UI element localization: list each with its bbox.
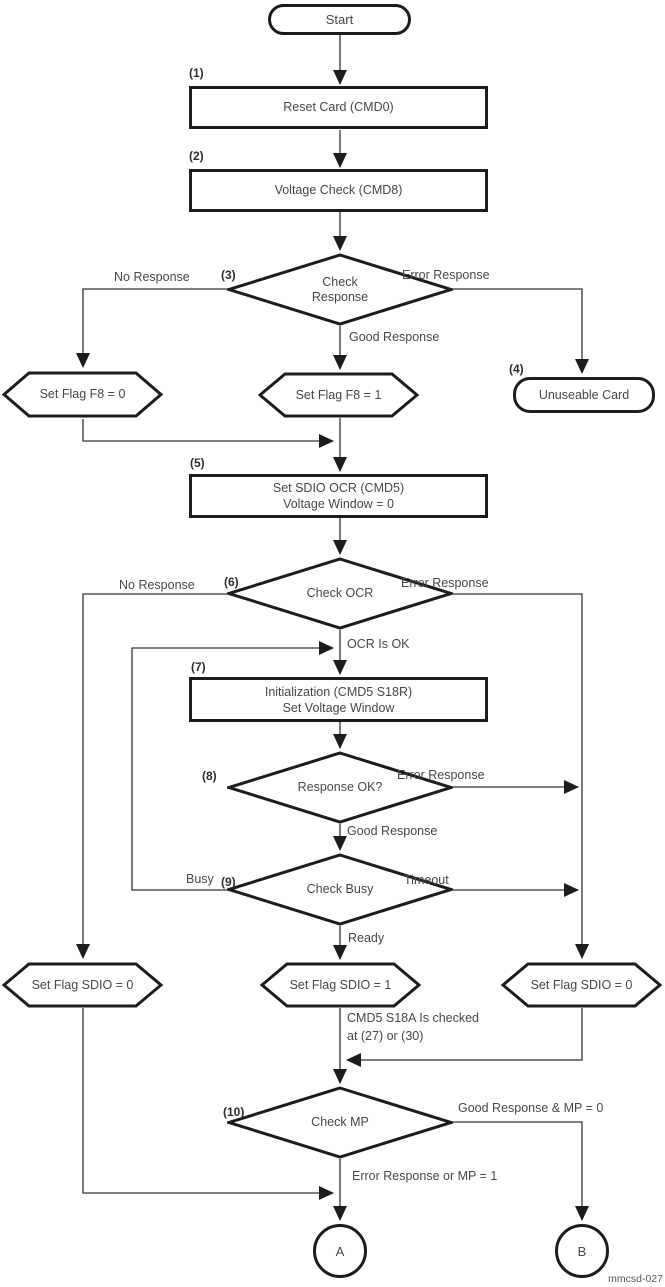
- hexagon-shape: [501, 962, 662, 1008]
- node-set-sdio-ocr-line2: Voltage Window = 0: [283, 497, 394, 511]
- diamond-shape: [227, 557, 453, 630]
- edge-label-error-response-2: Error Response: [401, 576, 489, 590]
- hexagon-shape: [258, 372, 419, 418]
- node-check-ocr-label: Check OCR: [306, 586, 374, 600]
- step-number-3: (3): [221, 268, 236, 282]
- node-start: Start: [268, 4, 411, 35]
- node-set-flag-f8-1-label: Set Flag F8 = 1: [295, 387, 382, 402]
- diamond-shape: [227, 853, 453, 926]
- edge-label-ready: Ready: [348, 931, 385, 945]
- edge-label-error-response-mp-1: Error Response or MP = 1: [352, 1169, 498, 1183]
- edge-label-good-response-mp-0: Good Response & MP = 0: [458, 1101, 604, 1115]
- edge-checkocr-error-rail: [453, 593, 589, 959]
- edge-label-no-response-1: No Response: [114, 270, 190, 284]
- hexagon-shape: [260, 962, 421, 1008]
- node-set-flag-sdio-1-label: Set Flag SDIO = 1: [289, 977, 392, 992]
- step-number-6: (6): [224, 575, 239, 589]
- node-check-mp-label: Check MP: [311, 1115, 369, 1129]
- step-number-1: (1): [189, 66, 204, 80]
- step-number-2: (2): [189, 149, 204, 163]
- edge-label-timeout: Timeout: [404, 873, 449, 887]
- step-number-9: (9): [221, 875, 236, 889]
- edge-label-no-response-2: No Response: [119, 578, 195, 592]
- edge-label-busy: Busy: [186, 872, 214, 886]
- node-initialization-line2: Set Voltage Window: [282, 700, 395, 715]
- edge-noresp-to-flagf8-0: [76, 288, 227, 368]
- step-number-7: (7): [191, 660, 206, 674]
- node-check-ocr: Check OCR: [227, 557, 453, 630]
- connector-a-label: A: [335, 1243, 345, 1259]
- diamond-shape: [227, 253, 453, 326]
- hexagon-shape: [2, 962, 163, 1008]
- edge-flagf8-0-join: [82, 419, 334, 448]
- node-start-label: Start: [325, 12, 354, 27]
- node-unuseable-card: Unuseable Card: [513, 377, 655, 413]
- node-response-ok: Response OK?: [227, 751, 453, 824]
- step-number-4: (4): [509, 362, 524, 376]
- node-set-flag-f8-1: Set Flag F8 = 1: [258, 372, 419, 418]
- node-check-busy: Check Busy: [227, 853, 453, 926]
- diamond-shape: [227, 751, 453, 824]
- step-number-10: (10): [223, 1105, 245, 1119]
- edge-sdio0r-join: [346, 1008, 583, 1067]
- edge-label-good-response-1: Good Response: [349, 330, 440, 344]
- node-set-flag-sdio-0-left: Set Flag SDIO = 0: [2, 962, 163, 1008]
- step-number-5: (5): [190, 456, 205, 470]
- node-response-ok-label: Response OK?: [297, 780, 383, 794]
- hexagon-shape: [2, 371, 163, 418]
- node-unuseable-card-label: Unuseable Card: [538, 387, 630, 402]
- figure-id: mmcsd-027: [608, 1273, 663, 1285]
- node-set-flag-sdio-1: Set Flag SDIO = 1: [260, 962, 421, 1008]
- step-number-8: (8): [202, 769, 217, 783]
- connector-b: B: [555, 1224, 609, 1278]
- node-check-response-line1: Check: [322, 274, 358, 289]
- node-check-response: Check Response: [227, 253, 453, 326]
- edge-label-ocr-is-ok: OCR Is OK: [347, 637, 410, 651]
- node-check-busy-label: Check Busy: [306, 882, 374, 896]
- diamond-shape: [227, 1086, 453, 1159]
- node-set-flag-f8-0-label: Set Flag F8 = 0: [39, 387, 126, 401]
- edge-error-to-unuseable: [453, 288, 589, 374]
- node-initialization-line1: Initialization (CMD5 S18R): [264, 684, 413, 699]
- node-set-flag-f8-0: Set Flag F8 = 0: [2, 371, 163, 418]
- edge-busy-loopback: [131, 641, 334, 891]
- node-voltage-check-label: Voltage Check (CMD8): [274, 183, 403, 197]
- node-check-mp: Check MP: [227, 1086, 453, 1159]
- node-check-response-line2: Response: [311, 289, 369, 304]
- node-set-flag-sdio-0-right-label: Set Flag SDIO = 0: [530, 977, 633, 992]
- edge-checkocr-noresp-rail: [76, 593, 227, 959]
- edge-checkmp-good-to-b: [453, 1121, 589, 1221]
- edge-label-error-response-3: Error Response: [397, 768, 485, 782]
- edge-label-error-response-1: Error Response: [402, 268, 490, 282]
- connector-b-label: B: [577, 1243, 587, 1259]
- edge-label-good-response-2: Good Response: [347, 824, 438, 838]
- node-reset-card: Reset Card (CMD0): [189, 86, 488, 129]
- node-reset-card-label: Reset Card (CMD0): [283, 100, 394, 114]
- node-set-flag-sdio-0-left-label: Set Flag SDIO = 0: [31, 977, 134, 992]
- node-set-flag-sdio-0-right: Set Flag SDIO = 0: [501, 962, 662, 1008]
- edge-sdio0l-join: [82, 1008, 334, 1200]
- connector-a: A: [313, 1224, 367, 1278]
- node-set-sdio-ocr-line1: Set SDIO OCR (CMD5): [272, 481, 405, 495]
- node-initialization: Initialization (CMD5 S18R) Set Voltage W…: [189, 677, 488, 722]
- note-cmd5-s18a-line2: at (27) or (30): [347, 1029, 424, 1043]
- note-cmd5-s18a-line1: CMD5 S18A Is checked: [347, 1011, 480, 1025]
- node-set-sdio-ocr: Set SDIO OCR (CMD5) Voltage Window = 0: [189, 474, 488, 518]
- node-voltage-check: Voltage Check (CMD8): [189, 169, 488, 212]
